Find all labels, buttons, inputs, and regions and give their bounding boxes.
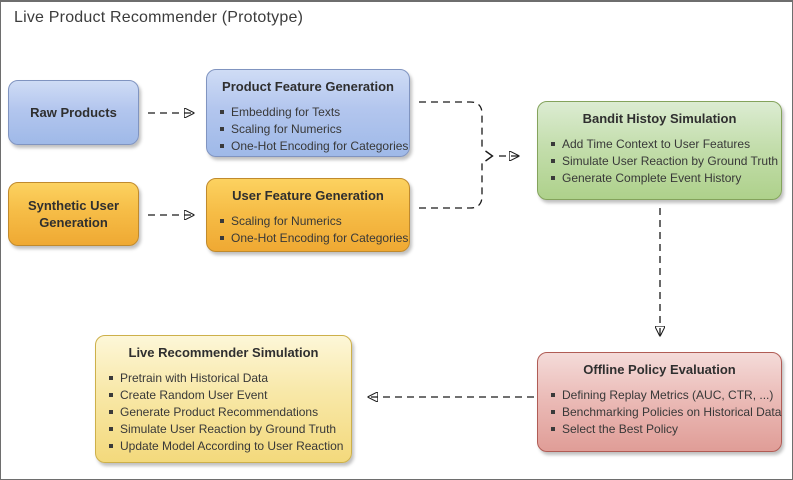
node-title: Product Feature Generation [222,79,394,94]
connector-pfg-elbow [419,101,483,150]
node-offline-policy-evaluation: Offline Policy Evaluation Defining Repla… [537,352,782,452]
node-label: Raw Products [30,105,117,120]
node-item: Simulate User Reaction by Ground Truth [109,421,351,438]
node-item-list: Embedding for Texts Scaling for Numerics… [207,104,409,155]
node-item: One-Hot Encoding for Categories [220,138,409,155]
node-item-list: Add Time Context to User Features Simula… [538,136,781,187]
node-item: Benchmarking Policies on Historical Data [551,404,781,421]
node-item: Scaling for Numerics [220,213,409,230]
node-item: Select the Best Policy [551,421,781,438]
node-item: Pretrain with Historical Data [109,370,351,387]
node-item: Defining Replay Metrics (AUC, CTR, ...) [551,387,781,404]
node-title: Bandit Histoy Simulation [582,111,737,126]
node-raw-products: Raw Products [8,80,139,145]
connector-ufg-elbow [419,162,483,209]
merge-chevron-icon [485,150,494,162]
node-user-feature-generation: User Feature Generation Scaling for Nume… [206,178,410,252]
node-item: One-Hot Encoding for Categories [220,230,409,247]
page-title: Live Product Recommender (Prototype) [14,9,304,26]
node-item-list: Scaling for Numerics One-Hot Encoding fo… [207,213,409,247]
node-label: Synthetic User Generation [27,198,120,230]
node-title: Offline Policy Evaluation [583,362,736,377]
node-item: Create Random User Event [109,387,351,404]
node-live-recommender-simulation: Live Recommender Simulation Pretrain wit… [95,335,352,463]
node-product-feature-generation: Product Feature Generation Embedding for… [206,69,410,157]
node-item-list: Pretrain with Historical Data Create Ran… [96,370,351,455]
node-title: Live Recommender Simulation [128,345,319,360]
node-item: Generate Complete Event History [551,170,781,187]
node-item-list: Defining Replay Metrics (AUC, CTR, ...) … [538,387,781,438]
node-item: Add Time Context to User Features [551,136,781,153]
node-bandit-history-simulation: Bandit Histoy Simulation Add Time Contex… [537,101,782,200]
node-item: Update Model According to User Reaction [109,438,351,455]
node-item: Simulate User Reaction by Ground Truth [551,153,781,170]
node-item: Embedding for Texts [220,104,409,121]
node-title: User Feature Generation [232,188,384,203]
node-item: Generate Product Recommendations [109,404,351,421]
node-synthetic-user-generation: Synthetic User Generation [8,182,139,246]
node-item: Scaling for Numerics [220,121,409,138]
